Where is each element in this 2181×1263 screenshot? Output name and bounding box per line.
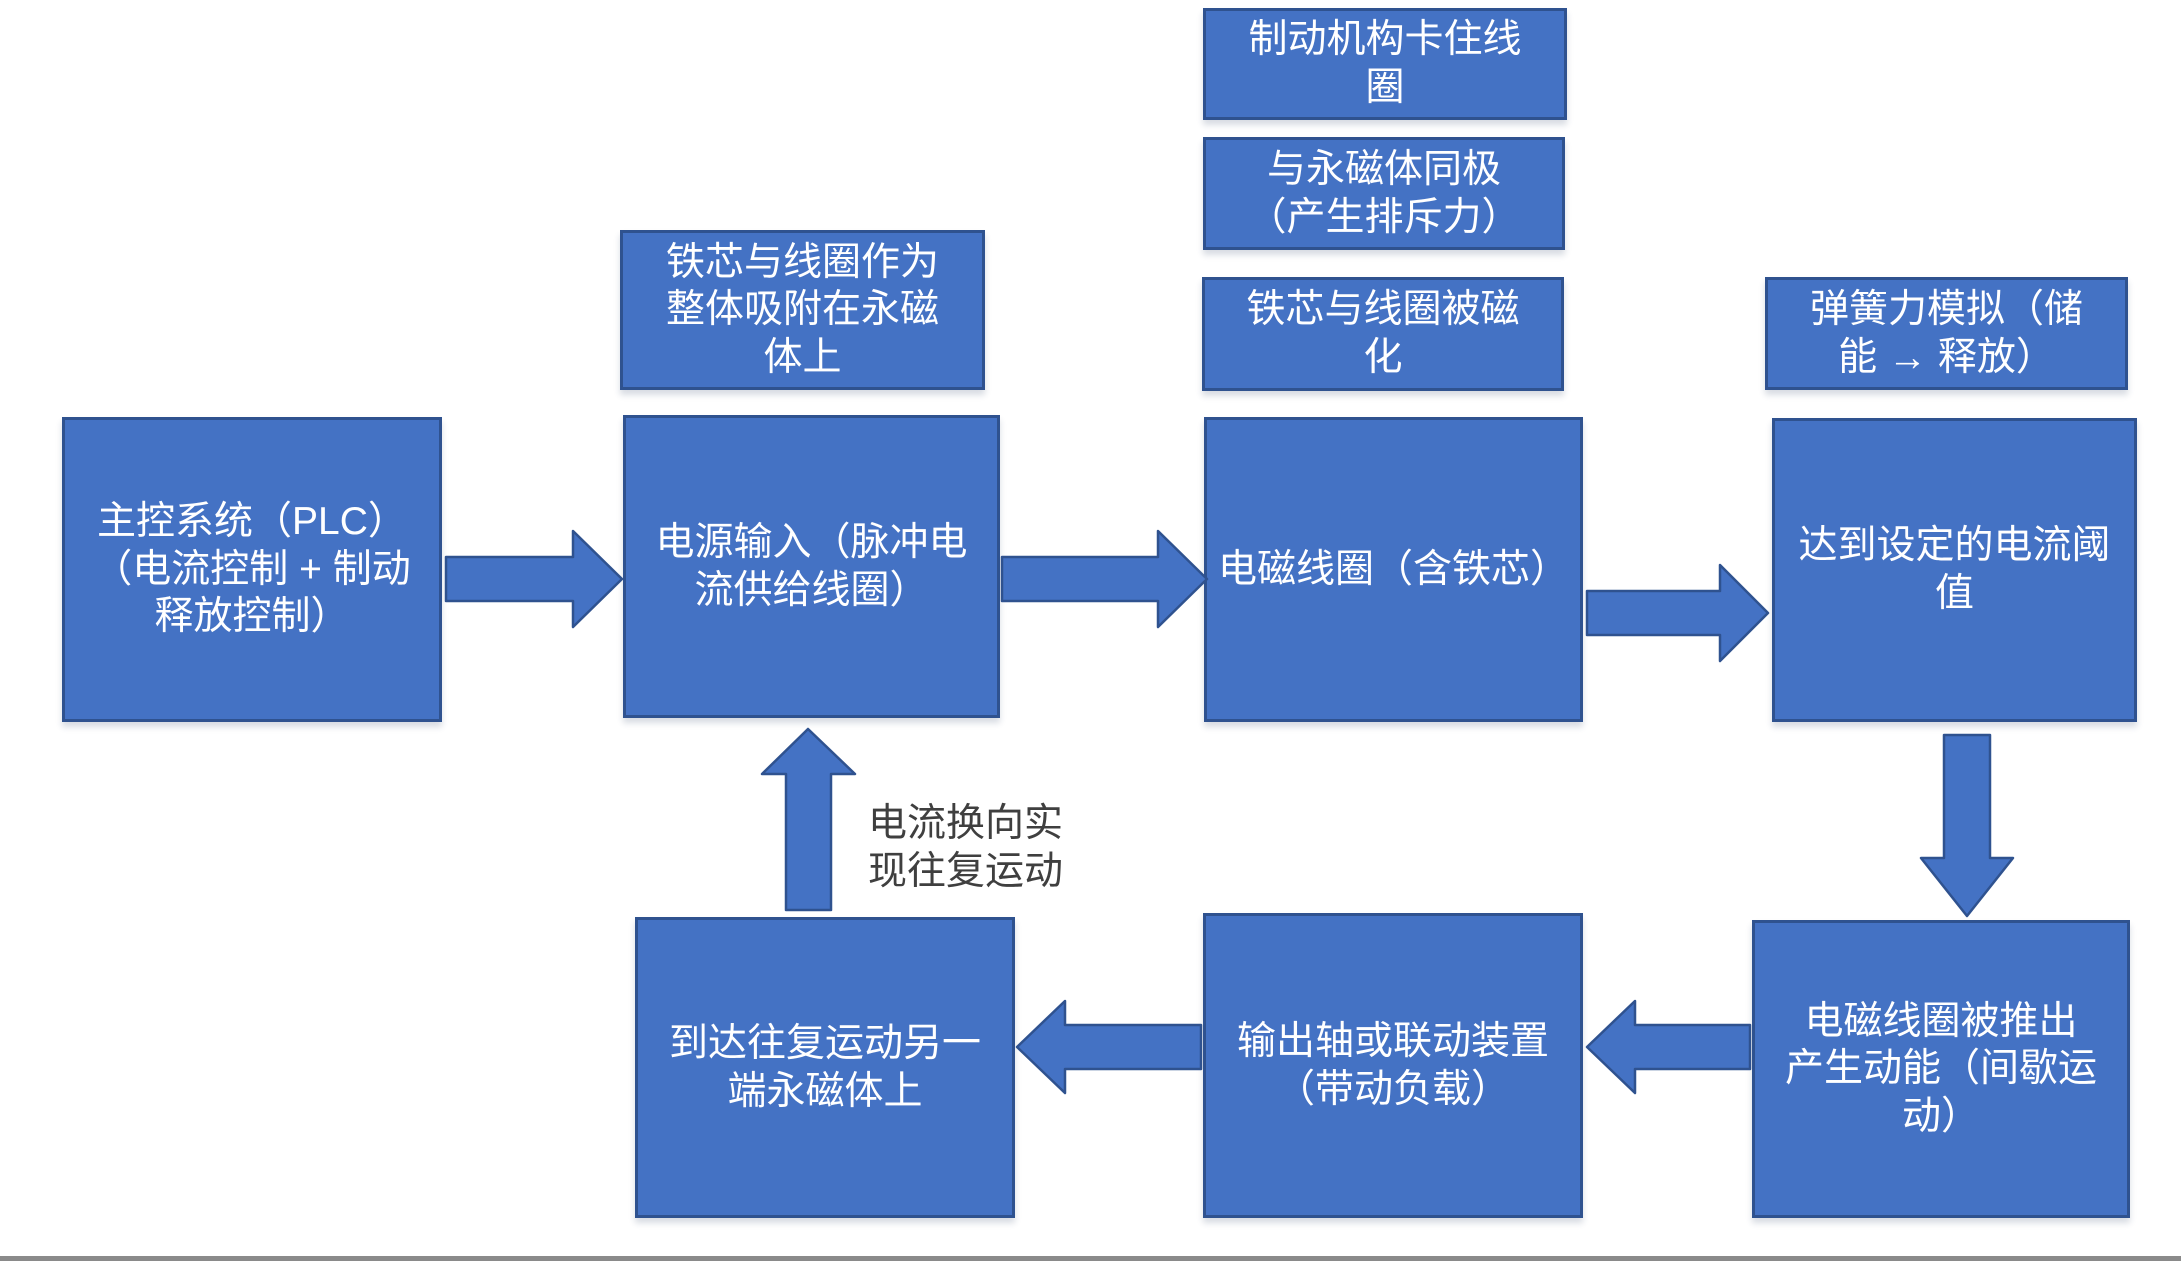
node-coil-pushed-out: 电磁线圈被推出 产生动能（间歇运 动） (1752, 920, 2130, 1218)
arrow-right-coil-to-threshold (1585, 563, 1770, 663)
arrow-up-reach-to-power (760, 727, 857, 912)
node-power-input-text: 电源输入（脉冲电 流供给线圈） (655, 520, 968, 612)
node-reach-other-end: 到达往复运动另一 端永磁体上 (635, 917, 1015, 1218)
arrow-left-output-to-reach (1015, 999, 1203, 1095)
node-brake-mechanism: 制动机构卡住线 圈 (1203, 8, 1567, 120)
node-same-pole: 与永磁体同极 （产生排斥力） (1203, 137, 1565, 250)
node-brake-mechanism-text: 制动机构卡住线 圈 (1248, 18, 1522, 109)
node-core-attached-text: 铁芯与线圈作为 整体吸附在永磁 体上 (665, 240, 939, 379)
node-output-shaft: 输出轴或联动装置 （带动负载） (1203, 913, 1583, 1218)
node-spring-force: 弹簧力模拟（储 能 → 释放） (1765, 277, 2128, 390)
arrow-right-power-to-coil (1000, 529, 1209, 629)
node-reach-other-end-text: 到达往复运动另一 端永磁体上 (668, 1021, 981, 1113)
current-reversal-label: 电流换向实 现往复运动 (868, 802, 1064, 893)
node-electromagnet-coil-text: 电磁线圈（含铁芯） (1217, 547, 1569, 591)
node-core-magnetized: 铁芯与线圈被磁 化 (1202, 277, 1564, 391)
node-plc-control: 主控系统（PLC） （电流控制 + 制动 释放控制） (62, 417, 442, 722)
node-output-shaft-text: 输出轴或联动装置 （带动负载） (1236, 1019, 1549, 1111)
node-electromagnet-coil: 电磁线圈（含铁芯） (1204, 417, 1583, 722)
node-current-threshold: 达到设定的电流阈 值 (1772, 418, 2137, 722)
node-core-magnetized-text: 铁芯与线圈被磁 化 (1246, 288, 1520, 379)
node-spring-force-text: 弹簧力模拟（储 能 → 释放） (1809, 287, 2083, 379)
arrow-down-threshold-to-pushed (1919, 733, 2015, 918)
node-plc-control-text: 主控系统（PLC） （电流控制 + 制动 释放控制） (93, 500, 411, 639)
node-current-threshold-text: 达到设定的电流阈 值 (1798, 524, 2111, 615)
window-bottom-edge (0, 1256, 2181, 1261)
arrow-left-pushed-to-output (1585, 999, 1752, 1095)
node-same-pole-text: 与永磁体同极 （产生排斥力） (1247, 147, 1521, 239)
node-coil-pushed-out-text: 电磁线圈被推出 产生动能（间歇运 动） (1784, 999, 2097, 1138)
node-power-input: 电源输入（脉冲电 流供给线圈） (623, 415, 1000, 718)
arrow-right-plc-to-power (444, 529, 624, 629)
node-core-attached: 铁芯与线圈作为 整体吸附在永磁 体上 (620, 230, 985, 390)
